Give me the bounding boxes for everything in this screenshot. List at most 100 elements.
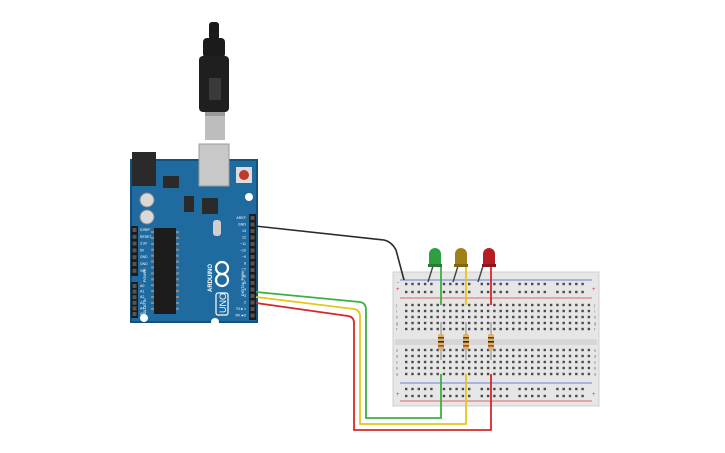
breadboard-hole[interactable] [556,354,559,358]
breadboard-hole[interactable] [556,282,559,286]
breadboard-hole[interactable] [531,354,534,358]
breadboard-hole[interactable] [499,372,502,376]
breadboard-hole[interactable] [531,282,534,286]
breadboard-hole[interactable] [524,290,528,294]
breadboard-hole[interactable] [430,327,433,331]
breadboard-hole[interactable] [480,290,483,294]
breadboard-hole[interactable] [587,366,591,370]
breadboard-hole[interactable] [543,315,546,319]
breadboard-hole[interactable] [518,303,521,307]
breadboard-hole[interactable] [549,372,553,376]
breadboard-hole[interactable] [468,360,471,364]
digital-header[interactable] [249,214,256,320]
breadboard-hole[interactable] [537,366,540,370]
breadboard-hole[interactable] [417,348,420,352]
breadboard-hole[interactable] [587,354,591,358]
breadboard-hole[interactable] [486,309,490,313]
breadboard-hole[interactable] [468,327,471,331]
breadboard-hole[interactable] [505,321,509,325]
breadboard-hole[interactable] [474,372,477,376]
breadboard-hole[interactable] [480,315,483,319]
breadboard-hole[interactable] [568,321,572,325]
breadboard-hole[interactable] [486,290,490,294]
breadboard-hole[interactable] [461,348,465,352]
breadboard-hole[interactable] [581,303,584,307]
breadboard-hole[interactable] [486,348,490,352]
breadboard-hole[interactable] [568,290,572,294]
breadboard-hole[interactable] [423,387,427,391]
breadboard-hole[interactable] [499,309,502,313]
header-pin[interactable] [250,268,255,272]
breadboard-hole[interactable] [505,327,509,331]
gnd-wire[interactable] [254,225,405,281]
breadboard-hole[interactable] [568,387,572,391]
breadboard-hole[interactable] [543,348,546,352]
breadboard-hole[interactable] [556,303,559,307]
breadboard-hole[interactable] [442,354,446,358]
breadboard-hole[interactable] [442,360,446,364]
header-pin[interactable] [132,306,137,311]
breadboard-hole[interactable] [524,360,528,364]
breadboard-hole[interactable] [423,290,427,294]
breadboard-hole[interactable] [468,372,471,376]
breadboard-hole[interactable] [455,394,458,398]
breadboard-hole[interactable] [537,360,540,364]
breadboard-hole[interactable] [461,360,465,364]
breadboard-hole[interactable] [430,315,433,319]
breadboard-hole[interactable] [537,348,540,352]
breadboard-hole[interactable] [518,282,521,286]
breadboard-hole[interactable] [474,321,477,325]
breadboard-hole[interactable] [556,372,559,376]
breadboard-hole[interactable] [486,327,490,331]
breadboard-hole[interactable] [474,303,477,307]
breadboard-hole[interactable] [417,290,420,294]
breadboard-hole[interactable] [468,309,471,313]
breadboard-hole[interactable] [499,366,502,370]
breadboard-hole[interactable] [449,394,452,398]
breadboard-hole[interactable] [512,360,515,364]
breadboard-hole[interactable] [568,315,572,319]
breadboard-hole[interactable] [411,282,414,286]
breadboard-hole[interactable] [480,321,483,325]
breadboard-hole[interactable] [568,282,572,286]
breadboard-hole[interactable] [461,387,465,391]
breadboard-hole[interactable] [449,321,452,325]
breadboard-hole[interactable] [468,303,471,307]
breadboard-hole[interactable] [543,327,546,331]
breadboard-hole[interactable] [423,354,427,358]
header-pin[interactable] [250,248,255,253]
breadboard-hole[interactable] [575,360,578,364]
breadboard-hole[interactable] [562,360,565,364]
breadboard-hole[interactable] [575,366,578,370]
breadboard-hole[interactable] [493,354,496,358]
breadboard-hole[interactable] [556,394,559,398]
breadboard-hole[interactable] [436,354,439,358]
breadboard-hole[interactable] [531,366,534,370]
breadboard-hole[interactable] [505,303,509,307]
breadboard-hole[interactable] [430,366,433,370]
breadboard-hole[interactable] [493,372,496,376]
breadboard-hole[interactable] [474,315,477,319]
breadboard-hole[interactable] [430,360,433,364]
breadboard-hole[interactable] [474,366,477,370]
breadboard-hole[interactable] [411,321,414,325]
breadboard-hole[interactable] [581,372,584,376]
breadboard-hole[interactable] [405,366,408,370]
breadboard-hole[interactable] [537,321,540,325]
breadboard-hole[interactable] [455,321,458,325]
breadboard-hole[interactable] [468,387,471,391]
breadboard-hole[interactable] [423,327,427,331]
breadboard-hole[interactable] [455,282,458,286]
breadboard-hole[interactable] [543,387,546,391]
breadboard-hole[interactable] [430,309,433,313]
breadboard-hole[interactable] [423,360,427,364]
breadboard-hole[interactable] [417,387,420,391]
breadboard-hole[interactable] [543,394,546,398]
breadboard-hole[interactable] [505,372,509,376]
resistor-2[interactable] [463,322,469,360]
breadboard-hole[interactable] [455,315,458,319]
header-pin[interactable] [250,274,255,279]
breadboard-hole[interactable] [493,315,496,319]
green-wire[interactable] [255,291,442,419]
